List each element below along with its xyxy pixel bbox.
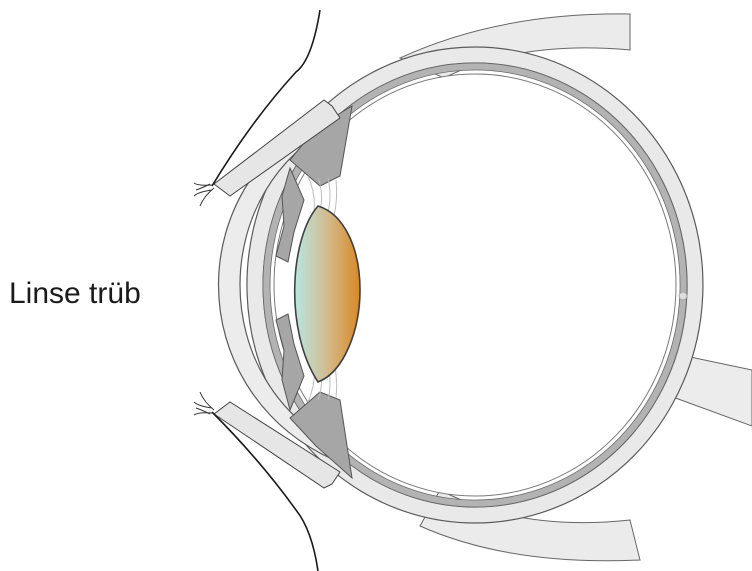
optic-disc xyxy=(679,292,687,300)
lens-label: Linse trüb xyxy=(9,276,141,312)
lower-eyelash xyxy=(194,392,214,415)
upper-eyelash xyxy=(194,183,214,206)
